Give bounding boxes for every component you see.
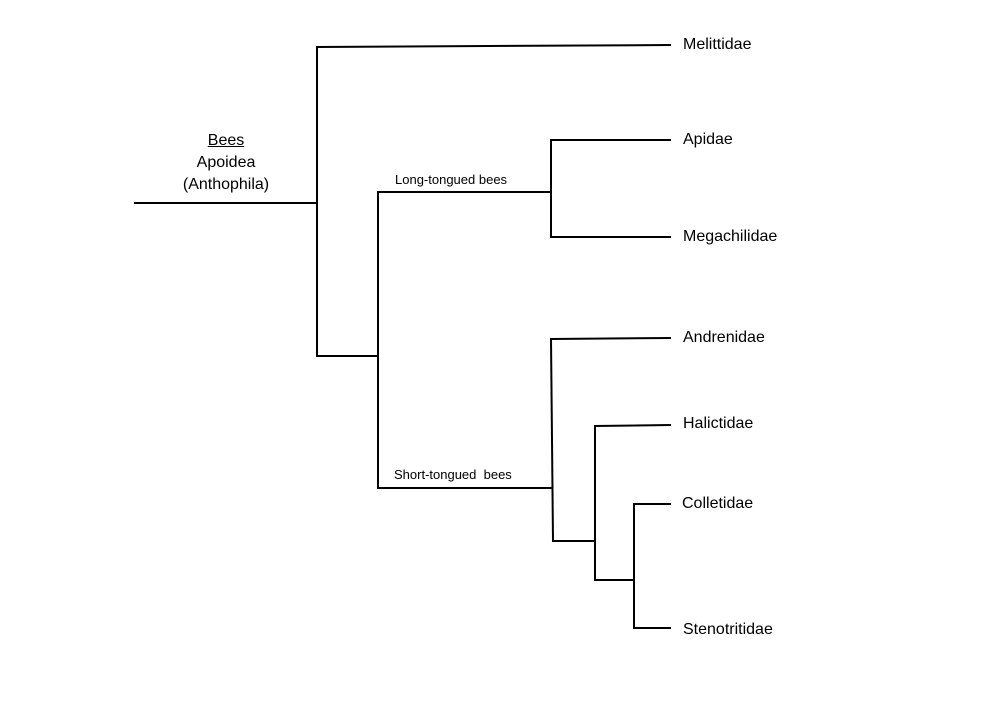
root-synonym: (Anthophila) [182, 176, 270, 193]
andrenidae-branch [549, 336, 672, 341]
leaf-apidae: Apidae [683, 131, 733, 148]
clade-label-short-tongued: Short-tongued bees [394, 467, 512, 482]
leaf-melittidae: Melittidae [683, 36, 752, 53]
leaf-stenotritidae: Stenotritidae [683, 621, 773, 638]
clade-label-long-tongued: Long-tongued bees [395, 172, 508, 187]
leaf-halictidae: Halictidae [683, 415, 754, 432]
leaf-megachilidae: Megachilidae [683, 228, 778, 245]
leaf-andrenidae: Andrenidae [683, 329, 765, 346]
halictidae-branch [593, 423, 672, 428]
root-title: Bees [207, 132, 245, 149]
leaf-colletidae: Colletidae [682, 495, 754, 512]
root-name: Apoidea [196, 154, 256, 171]
short-tongued-node-vertical [549, 337, 555, 543]
root-label: Bees Apoidea (Anthophila) [150, 130, 302, 196]
melittidae-branch [315, 43, 672, 49]
